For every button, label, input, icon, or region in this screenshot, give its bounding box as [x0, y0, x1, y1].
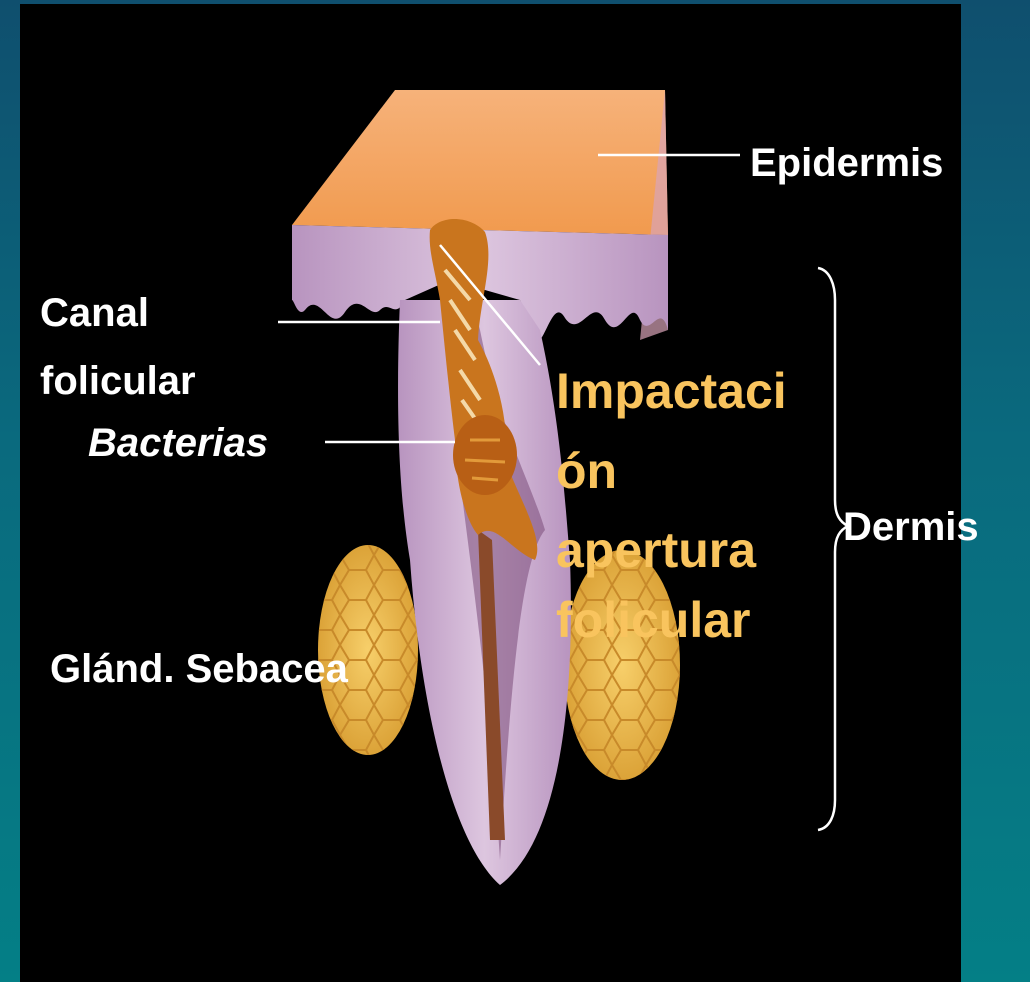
skin-surface	[292, 90, 668, 235]
label-bacterias: Bacterias	[88, 420, 268, 466]
label-dermis: Dermis	[843, 504, 979, 550]
impaction-label-line4: folicular	[556, 592, 750, 648]
impaction-label-line3: apertura	[556, 522, 756, 578]
label-epidermis: Epidermis	[750, 140, 943, 186]
bacteria-cluster	[453, 415, 517, 495]
label-canal-line2: folicular	[40, 358, 196, 404]
impaction-label-line2: ón	[556, 443, 617, 499]
label-canal-line1: Canal	[40, 290, 149, 336]
impaction-label-line1: Impactaci	[556, 363, 787, 419]
label-sebaceous-gland: Glánd. Sebacea	[50, 646, 348, 692]
